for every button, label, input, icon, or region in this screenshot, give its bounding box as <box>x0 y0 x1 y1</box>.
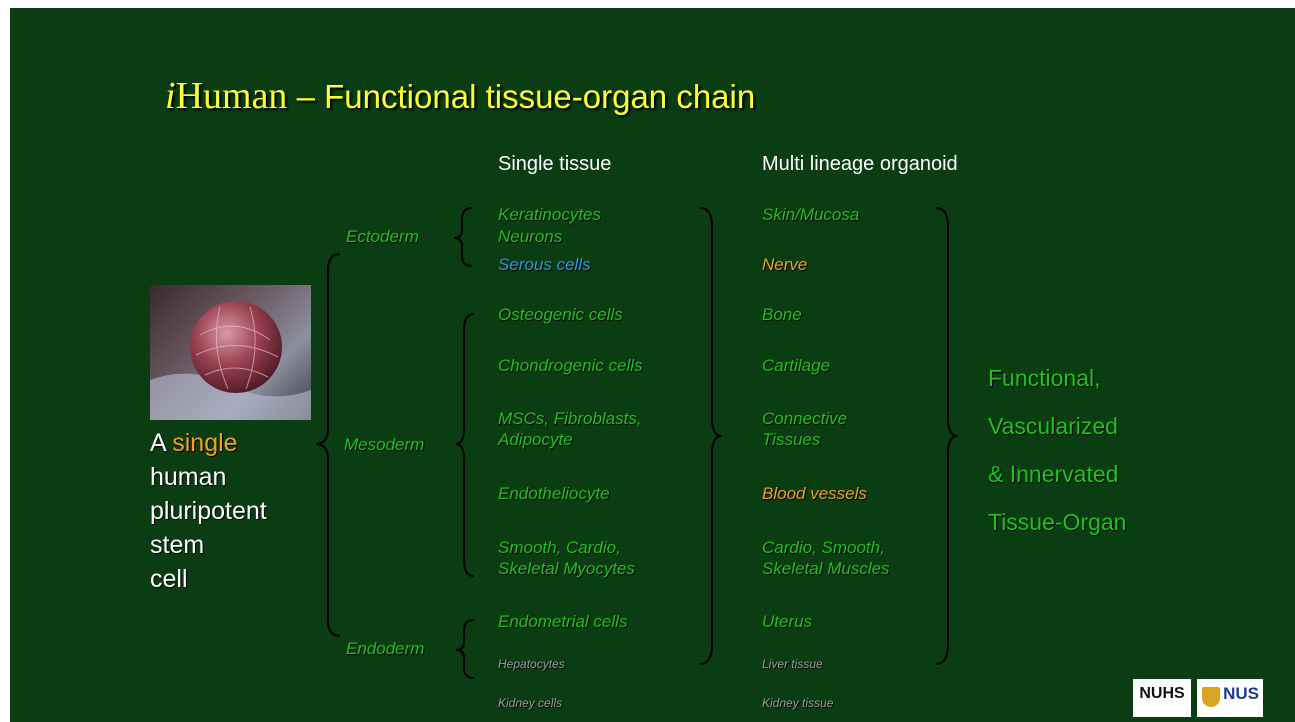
item-endometrial-cells: Endometrial cells <box>498 611 627 632</box>
item-myocytes: Smooth, Cardio, Skeletal Myocytes <box>498 537 635 579</box>
organoid-liver-tissue: Liver tissue <box>762 654 823 675</box>
item-neurons: Neurons <box>498 226 562 247</box>
organoid-blood-vessels: Blood vessels <box>762 483 867 504</box>
nuhs-logo: NUHS <box>1133 679 1191 717</box>
organoid-nerve: Nerve <box>762 254 807 275</box>
organoid-skin-mucosa: Skin/Mucosa <box>762 204 859 225</box>
item-endotheliocyte: Endotheliocyte <box>498 483 610 504</box>
nus-crest-icon <box>1202 687 1220 707</box>
single-tissue-right-brace <box>700 208 722 664</box>
item-mscs: MSCs, Fibroblasts, Adipocyte <box>498 408 642 450</box>
organoid-right-brace <box>936 208 958 664</box>
organoid-uterus: Uterus <box>762 611 812 632</box>
item-keratinocytes: Keratinocytes <box>498 204 601 225</box>
ectoderm-brace <box>454 208 472 266</box>
organoid-muscles: Cardio, Smooth, Skeletal Muscles <box>762 537 890 579</box>
result-tissue-organ: Functional, Vascularized & Innervated Ti… <box>988 354 1126 546</box>
item-osteogenic-cells: Osteogenic cells <box>498 304 623 325</box>
item-chondrogenic-cells: Chondrogenic cells <box>498 355 643 376</box>
germ-endoderm: Endoderm <box>346 639 424 659</box>
item-hepatocytes: Hepatocytes <box>498 654 565 675</box>
slide: iHuman – Functional tissue-organ chain S… <box>10 8 1295 722</box>
endoderm-brace <box>456 620 474 678</box>
germ-mesoderm: Mesoderm <box>344 435 424 455</box>
main-left-brace <box>316 254 340 636</box>
mesoderm-brace <box>456 314 474 576</box>
organoid-connective-tissues: Connective Tissues <box>762 408 847 450</box>
organoid-bone: Bone <box>762 304 802 325</box>
organoid-kidney-tissue: Kidney tissue <box>762 693 833 714</box>
item-serous-cells: Serous cells <box>498 254 591 275</box>
item-kidney-cells: Kidney cells <box>498 693 562 714</box>
nus-logo: NUS <box>1197 679 1263 717</box>
germ-ectoderm: Ectoderm <box>346 227 419 247</box>
organoid-cartilage: Cartilage <box>762 355 830 376</box>
